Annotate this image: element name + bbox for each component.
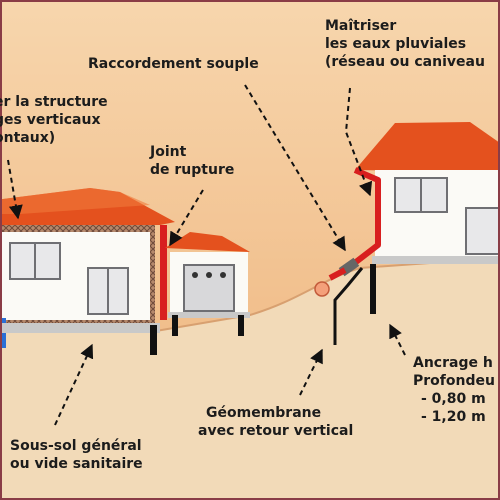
label-pluviales: Maîtriser les eaux pluviales (réseau ou … [325,17,485,71]
label-soussol-line-2: ou vide sanitaire [10,456,143,472]
garage-post [172,315,178,336]
garage-post [238,315,244,336]
leader-ancrage [389,323,406,356]
label-ancrage-line-2: Profondeu [413,373,495,389]
label-joint-line-2: de rupture [150,162,235,178]
label-joint-line-1: Joint [150,144,187,160]
right-house [314,122,500,345]
garage-roof [165,232,250,252]
geomembrane-line [333,267,364,345]
label-pluviales-line-1: Maîtriser [325,18,397,34]
label-geomembrane-line-2: avec retour vertical [198,423,354,439]
right-house-door [465,207,500,255]
label-soussol: Sous-sol général ou vide sanitaire [10,437,143,473]
label-pluviales-line-2: les eaux pluviales [325,36,467,52]
label-pluviales-line-3: (réseau ou caniveau [325,54,485,70]
label-geomembrane: Géomembrane avec retour vertical [198,404,353,440]
rainwater-downpipe [350,167,381,268]
leader-structure [7,159,23,220]
foundation-slab [0,323,160,333]
drain-outlet [314,281,330,297]
label-soussol-line-1: Sous-sol général [10,438,142,454]
label-structure-line-2: ges verticaux [0,112,101,128]
label-structure: er la structure ges verticaux ontaux) [0,93,108,147]
leader-joint [169,189,204,247]
label-structure-line-3: ontaux) [0,130,56,146]
rupture-joint [160,225,167,320]
label-ancrage-line-1: Ancrage h [413,355,493,371]
garage [165,232,250,336]
label-structure-line-1: er la structure [0,94,108,110]
right-house-roof [355,122,500,172]
label-raccordement: Raccordement souple [88,55,259,73]
label-raccordement-text: Raccordement souple [88,56,259,72]
left-house [0,188,175,355]
label-ancrage: Ancrage h Profondeu - 0,80 m - 1,20 m [413,354,495,426]
label-geomembrane-line-1: Géomembrane [206,405,322,421]
garage-door [183,264,235,312]
label-joint: Joint de rupture [150,143,234,179]
ground-terrain [0,258,500,500]
foundation-post [150,325,157,355]
leader-soussol [54,343,94,426]
label-ancrage-line-4: - 1,20 m [421,409,486,425]
anchor-post [370,264,376,314]
label-ancrage-line-3: - 0,80 m [421,391,486,407]
